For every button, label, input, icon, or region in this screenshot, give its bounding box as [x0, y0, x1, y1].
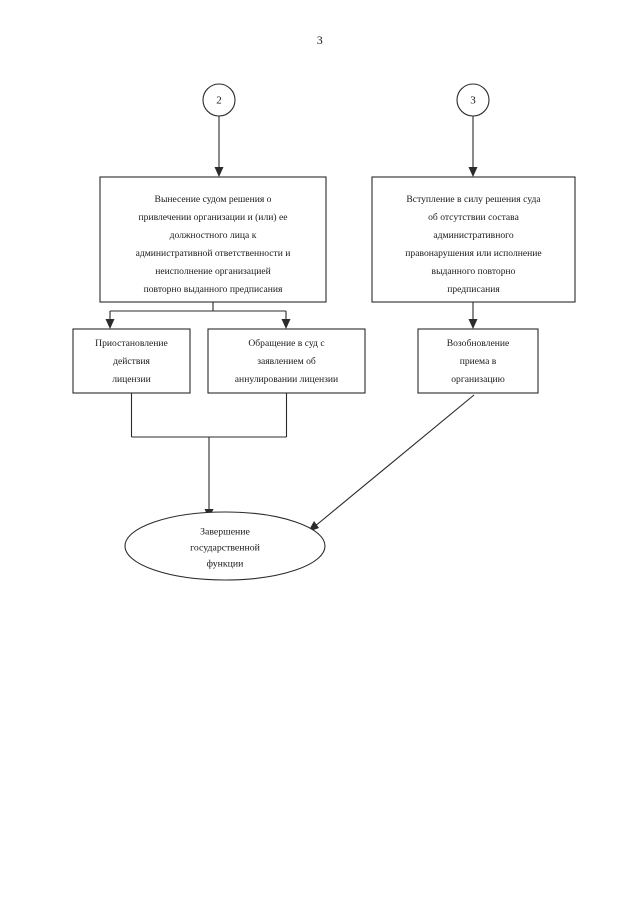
connector-3-arrowhead: [468, 167, 478, 177]
suspend-license-box: [72, 328, 191, 394]
court-application-line-2: заявлением об: [257, 356, 316, 367]
end-of-function-line-1: Завершение: [200, 526, 250, 537]
no-violation-line-3: административного: [433, 230, 513, 241]
suspend-license-line-1: Приостановление: [95, 338, 168, 349]
end-of-function-line-3: функции: [207, 558, 244, 569]
court-application-box: [207, 328, 366, 394]
resume-admission-line-3: организацию: [451, 374, 505, 385]
merge-connector: [130, 393, 288, 512]
court-decision-line-1: Вынесение судом решения о: [155, 194, 272, 205]
no-violation-box: [371, 176, 576, 303]
court-decision-line-6: повторно выданного предписания: [144, 284, 283, 295]
court-decision-line-2: привлечении организации и (или) ее: [139, 212, 288, 223]
resume-admission-line-2: приема в: [460, 356, 497, 367]
no-violation-line-2: об отсутствии состава: [428, 212, 519, 223]
resume-admission-line-1: Возобновление: [447, 338, 510, 349]
connector-2-arrowhead: [214, 167, 224, 177]
no-violation-line-1: Вступление в силу решения суда: [406, 194, 541, 205]
court-decision-line-4: административной ответственности и: [136, 248, 291, 259]
split-connector-left: [109, 302, 287, 322]
court-decision-line-3: должностного лица к: [170, 230, 257, 241]
arrowhead-to-resume: [468, 319, 478, 329]
page-number: 3: [316, 33, 324, 47]
split-arrowhead-suspend: [105, 319, 115, 329]
resume-admission-box: [417, 328, 539, 394]
court-application-line-3: аннулировании лицензии: [235, 374, 338, 385]
court-decision-line-5: неисполнение организацией: [155, 266, 270, 277]
connector-2-label: 2: [216, 95, 222, 107]
no-violation-line-6: предписания: [447, 284, 500, 295]
split-arrowhead-court: [281, 319, 291, 329]
court-application-line-1: Обращение в суд с: [248, 338, 324, 349]
suspend-license-line-3: лицензии: [112, 374, 151, 385]
resume-to-terminator-connector: [313, 394, 475, 528]
connector-3-label: 3: [470, 95, 476, 107]
end-of-function-oval: [124, 511, 326, 581]
no-violation-line-4: правонарушения или исполнение: [405, 248, 541, 259]
end-of-function-line-2: государственной: [190, 542, 261, 553]
suspend-license-line-2: действия: [113, 356, 150, 367]
no-violation-line-5: выданного повторно: [432, 266, 516, 277]
